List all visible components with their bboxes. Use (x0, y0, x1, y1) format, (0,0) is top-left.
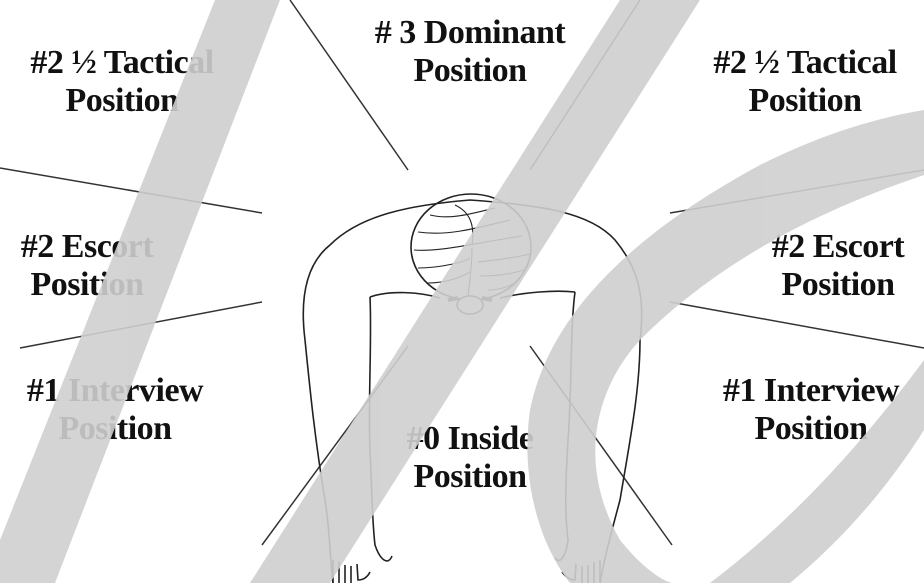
tactical-left-title: #2 ½ Tactical (4, 44, 240, 82)
figure-right-arm-outer (600, 340, 640, 583)
tactical-left-subtitle: Position (4, 82, 240, 120)
figure-shoulders (330, 200, 642, 340)
label-interview-position-left: #1 Interview Position (2, 372, 228, 448)
person-figure (303, 194, 641, 583)
label-escort-position-left: #2 Escort Position (2, 228, 172, 304)
escort-left-title: #2 Escort (2, 228, 172, 266)
figure-left-hand (333, 560, 370, 583)
figure-nose (457, 296, 483, 314)
inside-subtitle: Position (380, 458, 560, 496)
label-tactical-position-left: #2 ½ Tactical Position (4, 44, 240, 120)
divider-line-left-upper (0, 168, 262, 213)
figure-right-hand (562, 560, 600, 583)
escort-left-subtitle: Position (2, 266, 172, 304)
divider-line-right-lower (670, 302, 924, 348)
label-dominant-position: # 3 Dominant Position (355, 14, 585, 90)
interview-left-title: #1 Interview (2, 372, 228, 410)
escort-right-subtitle: Position (752, 266, 924, 304)
tactical-right-title: #2 ½ Tactical (686, 44, 924, 82)
divider-line-left-lower (20, 302, 262, 348)
label-inside-position: #0 Inside Position (380, 420, 560, 496)
interview-left-subtitle: Position (2, 410, 228, 448)
tactical-right-subtitle: Position (686, 82, 924, 120)
dominant-title: # 3 Dominant (355, 14, 585, 52)
dominant-subtitle: Position (355, 52, 585, 90)
label-interview-position-right: #1 Interview Position (698, 372, 924, 448)
inside-title: #0 Inside (380, 420, 560, 458)
label-escort-position-right: #2 Escort Position (752, 228, 924, 304)
figure-left-arm-outer (303, 245, 333, 583)
interview-right-subtitle: Position (698, 410, 924, 448)
interview-right-title: #1 Interview (698, 372, 924, 410)
escort-right-title: #2 Escort (752, 228, 924, 266)
label-tactical-position-right: #2 ½ Tactical Position (686, 44, 924, 120)
divider-line-right-upper (670, 170, 924, 213)
figure-hair-lines (414, 205, 530, 296)
